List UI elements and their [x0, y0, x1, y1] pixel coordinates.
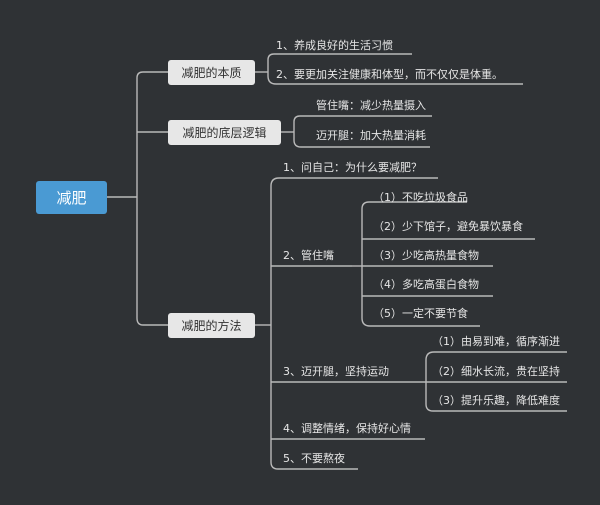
leaf-node[interactable]: （4）多吃高蛋白食物 — [373, 278, 479, 291]
leaf-node[interactable]: 1、养成良好的生活习惯 — [276, 39, 393, 52]
connector-line — [270, 461, 358, 470]
branch-node-logic[interactable]: 减肥的底层逻辑 — [168, 120, 281, 145]
connector-line — [270, 177, 438, 187]
branch-node-essence[interactable]: 减肥的本质 — [168, 60, 255, 85]
connector-line — [136, 71, 168, 79]
leaf-node[interactable]: 1、问自己：为什么要减肥？ — [283, 161, 422, 174]
connector-line — [267, 53, 412, 61]
leaf-node[interactable]: 5、不要熬夜 — [283, 452, 345, 465]
connector-line — [361, 317, 480, 327]
leaf-node[interactable]: 管住嘴：减少热量摄入 — [316, 99, 426, 112]
connector-line — [425, 403, 567, 412]
leaf-node[interactable]: （2）细水长流，贵在坚持 — [432, 365, 560, 378]
leaf-node[interactable]: 2、管住嘴 — [283, 249, 334, 262]
leaf-node[interactable]: （3）少吃高热量食物 — [373, 249, 479, 262]
leaf-node[interactable]: （1）由易到难，循序渐进 — [432, 335, 560, 348]
leaf-node[interactable]: （3）提升乐趣，降低难度 — [432, 394, 560, 407]
leaf-node[interactable]: 迈开腿：加大热量消耗 — [316, 129, 426, 142]
connector-line — [293, 115, 432, 123]
connector-line — [136, 317, 168, 326]
root-node[interactable]: 减肥 — [36, 181, 107, 214]
leaf-node[interactable]: 4、调整情绪，保持好心情 — [283, 422, 411, 435]
leaf-node[interactable]: （5）一定不要节食 — [373, 307, 468, 320]
branch-node-methods[interactable]: 减肥的方法 — [168, 313, 255, 338]
leaf-node[interactable]: （2）少下馆子，避免暴饮暴食 — [373, 220, 523, 233]
connector-line — [361, 201, 467, 210]
leaf-node[interactable]: （1）不吃垃圾食品 — [373, 191, 468, 204]
leaf-node[interactable]: 2、要更加关注健康和体型，而不仅仅是体重。 — [276, 68, 503, 81]
connector-line — [293, 139, 430, 148]
connector-line — [267, 75, 523, 85]
leaf-node[interactable]: 3、迈开腿，坚持运动 — [283, 365, 389, 378]
connector-line — [425, 351, 567, 361]
